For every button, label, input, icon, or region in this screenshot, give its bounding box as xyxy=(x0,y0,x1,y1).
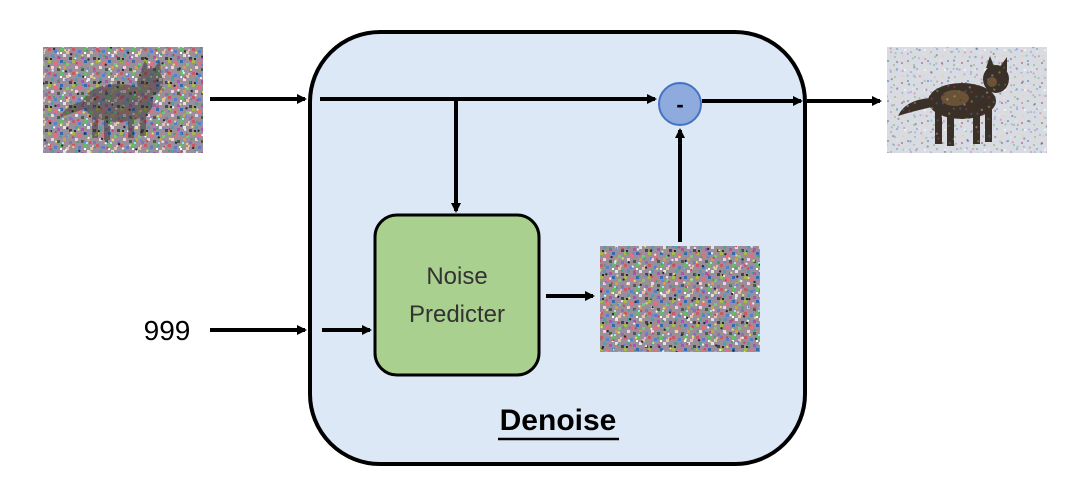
step-input-label: 999 xyxy=(144,315,191,346)
arrows xyxy=(210,94,882,335)
subtract-node xyxy=(658,82,702,126)
noise-predicter-label-line2: Predicter xyxy=(409,301,505,328)
subtract-symbol: - xyxy=(676,92,683,117)
input-noisy-image xyxy=(43,47,203,153)
noise-predicter-box xyxy=(373,213,541,377)
noise-predicter-label-line1: Noise xyxy=(426,263,487,290)
output-denoised-image xyxy=(887,47,1047,153)
predicted-noise-image xyxy=(600,246,760,352)
denoise-title: Denoise xyxy=(500,404,617,437)
